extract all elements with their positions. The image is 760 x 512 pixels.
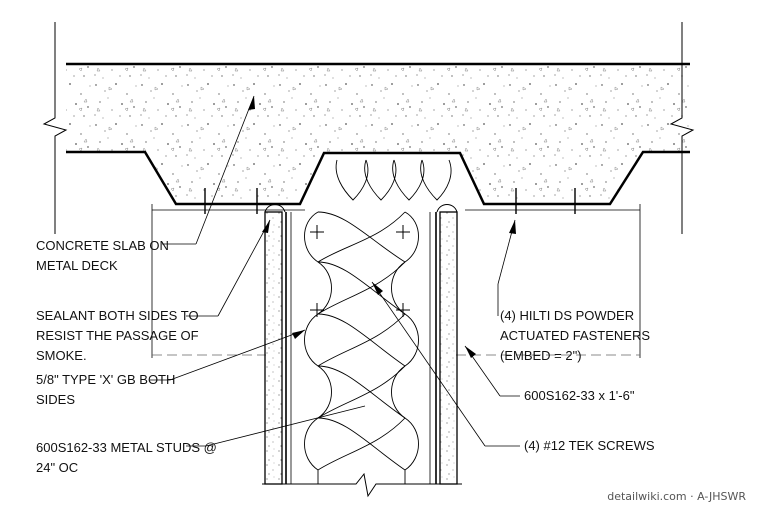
metal-stud xyxy=(285,212,437,484)
label-concrete-slab: CONCRETE SLAB ON xyxy=(36,238,169,253)
label-track: 600S162-33 x 1'-6" xyxy=(524,388,635,403)
watermark: detailwiki.com · A-JHSWR xyxy=(607,490,746,503)
bottom-break-line xyxy=(262,472,462,498)
label-gypsum-board: 5/8" TYPE 'X' GB BOTH xyxy=(36,372,175,387)
label-sealant: SEALANT BOTH SIDES TO xyxy=(36,308,199,323)
batt-insulation xyxy=(304,211,419,484)
label-concrete-slab-2: METAL DECK xyxy=(36,258,118,273)
leader-lines xyxy=(150,95,520,447)
label-metal-studs: 600S162-33 METAL STUDS @ xyxy=(36,440,217,455)
label-hilti-3: (EMBED = 2") xyxy=(500,348,582,363)
flute-insulation xyxy=(335,159,452,201)
label-tek-screws: (4) #12 TEK SCREWS xyxy=(524,438,655,453)
label-sealant-3: SMOKE. xyxy=(36,348,87,363)
top-track xyxy=(151,204,641,358)
tek-screws xyxy=(310,225,410,317)
label-hilti: (4) HILTI DS POWDER xyxy=(500,308,634,323)
sealant xyxy=(264,204,458,213)
label-sealant-2: RESIST THE PASSAGE OF xyxy=(36,328,199,343)
powder-fasteners xyxy=(204,188,576,214)
label-gypsum-board-2: SIDES xyxy=(36,392,75,407)
label-metal-studs-2: 24" OC xyxy=(36,460,78,475)
annotation-labels: CONCRETE SLAB ON METAL DECK SEALANT BOTH… xyxy=(36,238,746,503)
concrete-slab xyxy=(42,22,695,234)
label-hilti-2: ACTUATED FASTENERS xyxy=(500,328,650,343)
leader-arrowheads xyxy=(248,96,516,358)
gypsum-board xyxy=(264,211,458,485)
